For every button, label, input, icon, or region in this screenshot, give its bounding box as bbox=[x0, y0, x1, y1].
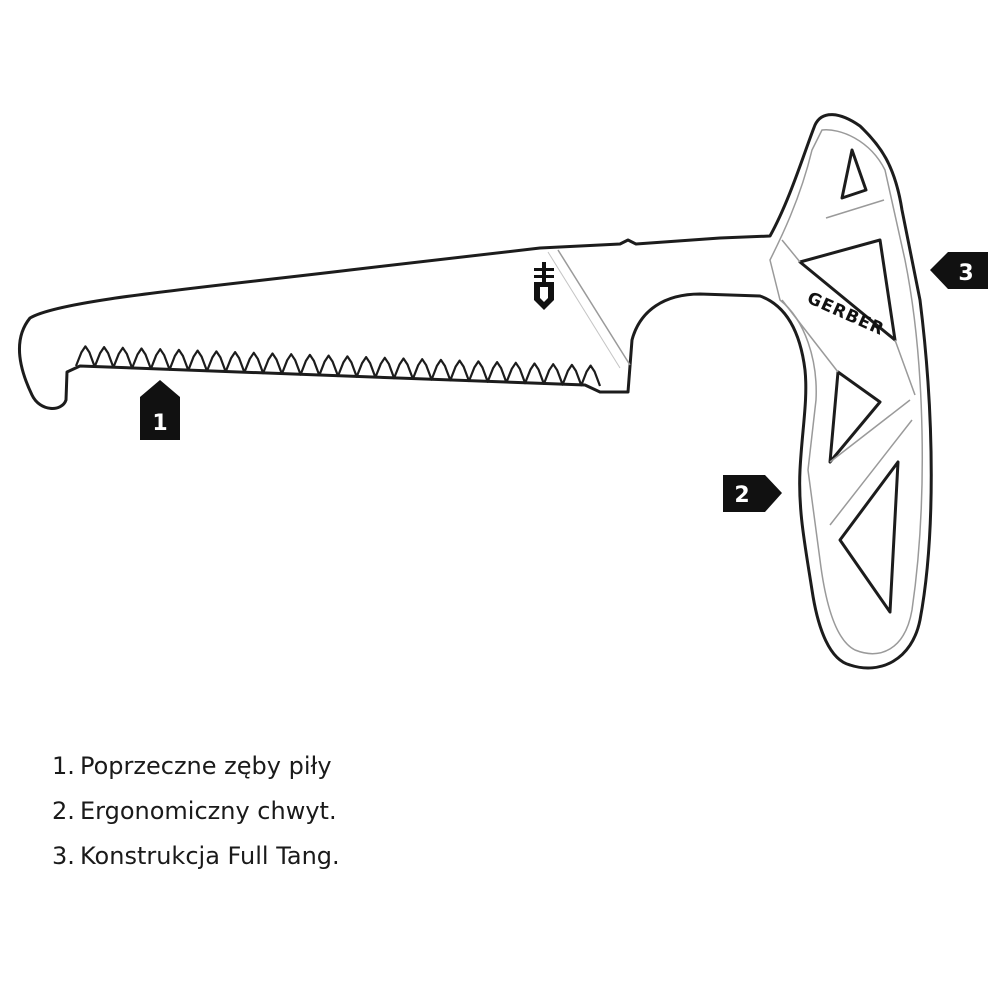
saw-teeth-line bbox=[74, 345, 602, 387]
legend-item-number: 1. bbox=[52, 752, 75, 780]
handle-inner-border bbox=[769, 129, 924, 655]
handle-cutout-upper bbox=[798, 238, 897, 342]
callout-1-number: 1 bbox=[152, 411, 167, 436]
blade-bevel bbox=[557, 249, 631, 366]
legend-item-number: 3. bbox=[52, 842, 75, 870]
handle-cutout-top bbox=[840, 148, 868, 200]
handle-ribs bbox=[781, 199, 916, 526]
saw-diagram: GERBER 1 2 3 bbox=[17, 113, 988, 670]
callout-3: 3 bbox=[930, 252, 988, 289]
callout-2: 2 bbox=[723, 475, 782, 512]
legend-item-number: 2. bbox=[52, 797, 75, 825]
gerber-logo-icon bbox=[534, 262, 554, 310]
blade-bevel-2 bbox=[547, 251, 621, 369]
legend-item-text: Konstrukcja Full Tang. bbox=[80, 842, 340, 870]
legend-item-text: Poprzeczne zęby piły bbox=[80, 752, 332, 780]
callout-1: 1 bbox=[140, 380, 180, 440]
saw-teeth bbox=[74, 345, 602, 387]
handle-cutout-middle bbox=[828, 370, 882, 464]
legend-item: 2. Ergonomiczny chwyt. bbox=[52, 797, 340, 842]
saw-outline bbox=[17, 113, 933, 670]
handle-cutout-lower bbox=[838, 460, 900, 614]
feature-legend: 1. Poprzeczne zęby piły 2. Ergonomiczny … bbox=[52, 752, 340, 887]
legend-item: 3. Konstrukcja Full Tang. bbox=[52, 842, 340, 887]
callout-3-number: 3 bbox=[958, 261, 973, 286]
callout-2-number: 2 bbox=[734, 483, 749, 508]
legend-item: 1. Poprzeczne zęby piły bbox=[52, 752, 340, 797]
legend-item-text: Ergonomiczny chwyt. bbox=[80, 797, 337, 825]
